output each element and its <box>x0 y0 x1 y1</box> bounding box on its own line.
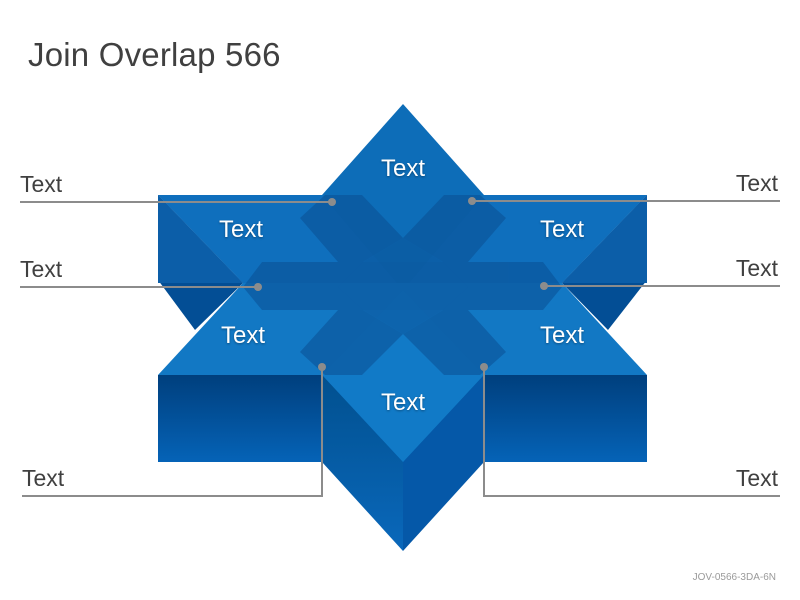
callout-right-2: Text <box>735 255 778 281</box>
top-diamond-face <box>322 104 484 290</box>
diamond-bottom-left-face <box>322 375 403 551</box>
leader-dot-right-1 <box>468 197 476 205</box>
leader-left-3 <box>22 367 323 497</box>
overlap-top-left <box>300 195 403 262</box>
overlap-bottom-left <box>300 310 403 375</box>
shape-label-bottom: Text <box>380 389 425 416</box>
leader-right-3 <box>483 367 780 497</box>
leader-dots <box>254 197 548 371</box>
leader-dot-right-2 <box>540 282 548 290</box>
callout-left-2: Text <box>20 256 63 282</box>
leader-lines <box>20 200 780 497</box>
shape-label-lower-left: Text <box>220 322 265 349</box>
shape-label-lower-right: Text <box>539 322 584 349</box>
footer-code: JOV-0566-3DA-6N <box>692 572 776 583</box>
callout-right-1: Text <box>735 170 778 196</box>
page-title: Join Overlap 566 <box>28 36 281 73</box>
callout-right-3: Text <box>735 465 778 491</box>
leader-dot-right-3 <box>480 363 488 371</box>
callout-left-3: Text <box>22 465 65 491</box>
overlap-top-right <box>403 195 506 262</box>
front-faces <box>158 104 647 462</box>
overlap-bottom-right <box>403 310 506 375</box>
overlap-regions <box>243 195 562 375</box>
leader-dot-left-2 <box>254 283 262 291</box>
overlap-center <box>338 238 468 334</box>
shape-label-upper-left: Text <box>218 216 263 243</box>
shape-label-upper-right: Text <box>539 216 584 243</box>
leader-dot-left-1 <box>328 198 336 206</box>
callout-left-1: Text <box>20 171 63 197</box>
leader-dot-left-3 <box>318 363 326 371</box>
diamond-bottom-right-face <box>403 375 484 551</box>
upper-band-right-face <box>562 195 647 283</box>
overlap-middle-band <box>243 262 562 310</box>
upper-band-left-face <box>158 195 243 283</box>
shape-label-top: Text <box>380 155 425 182</box>
